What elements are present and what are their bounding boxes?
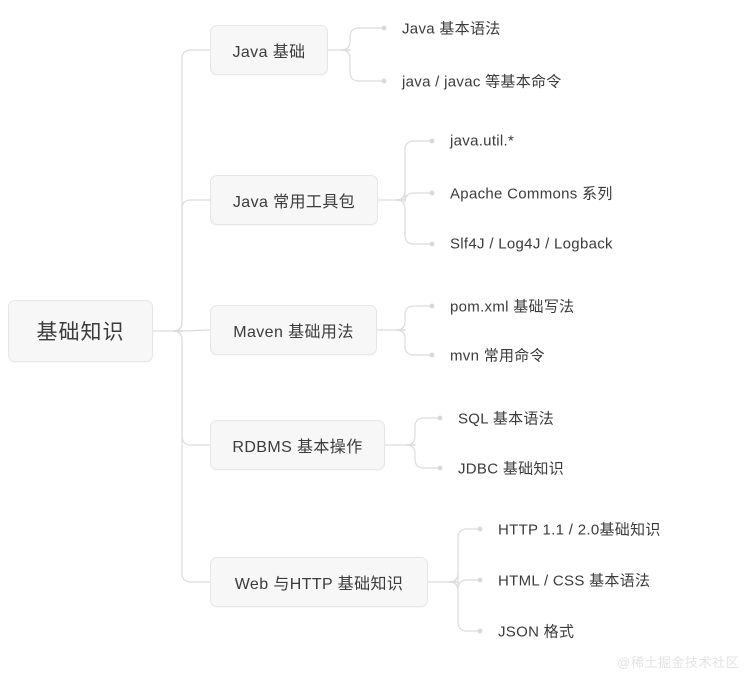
- leaf-endpoint-dot: [429, 241, 435, 247]
- edge-branch-4-leaf-1: [448, 572, 479, 590]
- leaf-node[interactable]: HTTP 1.1 / 2.0基础知识: [498, 519, 661, 540]
- leaf-node[interactable]: pom.xml 基础写法: [450, 296, 574, 317]
- leaf-node-label: pom.xml 基础写法: [450, 298, 575, 316]
- branch-node[interactable]: RDBMS 基本操作: [210, 420, 385, 470]
- leaf-node-label: SQL 基本语法: [458, 410, 555, 428]
- edge-root-to-branch-2: [181, 329, 211, 332]
- leaf-node-label: HTML / CSS 基本语法: [498, 572, 651, 590]
- leaf-node-label: java.util.*: [450, 132, 515, 150]
- branch-node[interactable]: Maven 基础用法: [210, 305, 377, 355]
- edge-branch-3-leaf-0: [405, 417, 439, 446]
- branch-node-label: Web 与HTTP 基础知识: [234, 576, 404, 593]
- leaf-node[interactable]: SQL 基本语法: [458, 408, 554, 429]
- leaf-node-label: JSON 格式: [498, 623, 575, 641]
- leaf-node[interactable]: java.util.*: [450, 133, 514, 150]
- leaf-endpoint-dot: [381, 25, 387, 31]
- leaf-node-label: HTTP 1.1 / 2.0基础知识: [498, 521, 661, 539]
- leaf-node-label: Slf4J / Log4J / Logback: [450, 235, 613, 253]
- branch-node-label: Maven 基础用法: [233, 324, 354, 341]
- leaf-node[interactable]: HTML / CSS 基本语法: [498, 570, 650, 591]
- edge-root-to-branch-0: [172, 49, 211, 332]
- leaf-endpoint-dot: [429, 138, 435, 144]
- edge-branch-1-leaf-0: [395, 140, 431, 201]
- branch-node[interactable]: Java 常用工具包: [210, 175, 378, 225]
- leaf-node-label: mvn 常用命令: [450, 347, 545, 365]
- edge-branch-4-leaf-2: [448, 581, 479, 632]
- leaf-node[interactable]: java / javac 等基本命令: [402, 71, 562, 92]
- branch-node[interactable]: Web 与HTTP 基础知识: [210, 557, 428, 607]
- leaf-node[interactable]: mvn 常用命令: [450, 345, 545, 366]
- leaf-endpoint-dot: [429, 352, 435, 358]
- edge-root-to-branch-4: [172, 330, 211, 583]
- leaf-endpoint-dot: [477, 628, 483, 634]
- edge-branch-0-leaf-0: [340, 27, 383, 51]
- watermark: @稀土掘金技术社区: [617, 655, 739, 670]
- edge-branch-1-leaf-1: [395, 190, 431, 203]
- leaf-endpoint-dot: [429, 190, 435, 196]
- leaf-node-label: Apache Commons 系列: [450, 185, 613, 203]
- leaf-endpoint-dot: [437, 465, 443, 471]
- edge-branch-2-leaf-1: [395, 329, 431, 356]
- leaf-node[interactable]: JDBC 基础知识: [458, 458, 564, 479]
- leaf-endpoint-dot: [429, 303, 435, 309]
- branch-node-label: RDBMS 基本操作: [232, 439, 363, 456]
- edge-branch-0-leaf-1: [340, 49, 383, 82]
- edge-root-to-branch-3: [172, 330, 211, 446]
- leaf-node-label: java / javac 等基本命令: [402, 73, 562, 91]
- leaf-endpoint-dot: [437, 415, 443, 421]
- branch-node-label: Java 基础: [232, 44, 306, 61]
- branch-node[interactable]: Java 基础: [210, 25, 328, 75]
- leaf-endpoint-dot: [477, 577, 483, 583]
- leaf-node[interactable]: JSON 格式: [498, 621, 574, 642]
- edge-branch-2-leaf-0: [395, 305, 431, 331]
- leaf-endpoint-dot: [381, 78, 387, 84]
- leaf-node[interactable]: Slf4J / Log4J / Logback: [450, 236, 613, 253]
- edge-branch-1-leaf-2: [395, 199, 431, 245]
- branch-node-label: Java 常用工具包: [232, 194, 356, 211]
- leaf-node[interactable]: Apache Commons 系列: [450, 183, 613, 204]
- edge-root-to-branch-1: [172, 199, 211, 332]
- edge-branch-4-leaf-0: [448, 528, 479, 583]
- leaf-node-label: JDBC 基础知识: [458, 460, 565, 478]
- root-node[interactable]: 基础知识: [8, 300, 153, 362]
- leaf-node[interactable]: Java 基本语法: [402, 18, 501, 39]
- edge-branch-3-leaf-1: [405, 444, 439, 469]
- leaf-node-label: Java 基本语法: [402, 20, 501, 38]
- root-node-label: 基础知识: [36, 321, 125, 344]
- leaf-endpoint-dot: [477, 526, 483, 532]
